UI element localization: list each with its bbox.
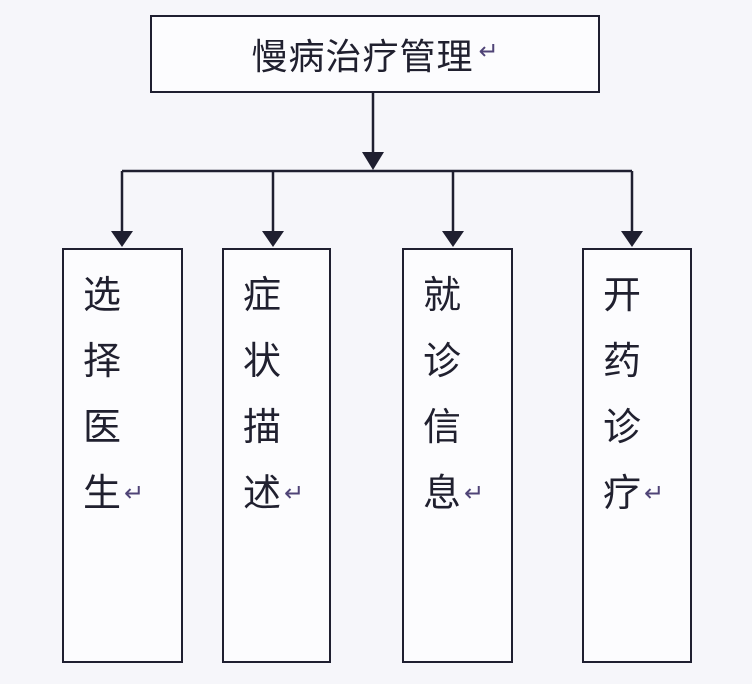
arrow-down-icon: [621, 231, 643, 247]
arrow-down-icon: [111, 231, 133, 247]
return-mark-icon: ↵: [284, 480, 305, 507]
node-symptom-description: 症状描述 ↵: [222, 248, 331, 663]
arrow-down-icon: [262, 231, 284, 247]
node-visit-information: 就诊信息 ↵: [402, 248, 513, 663]
node-choose-doctor: 选择医生 ↵: [62, 248, 183, 663]
return-mark-icon: ↵: [644, 480, 665, 507]
node-label: 开药诊疗: [603, 275, 642, 515]
return-mark-icon: ↵: [478, 38, 499, 65]
node-label: 就诊信息: [423, 275, 462, 515]
node-prescription-treatment: 开药诊疗 ↵: [582, 248, 692, 663]
node-label: 选择医生: [83, 275, 122, 515]
arrow-down-icon: [362, 152, 384, 170]
arrow-down-icon: [442, 231, 464, 247]
return-mark-icon: ↵: [464, 480, 485, 507]
node-chronic-disease-management: 慢病治疗管理↵: [150, 15, 600, 93]
return-mark-icon: ↵: [124, 480, 145, 507]
root-node-label: 慢病治疗管理: [251, 36, 474, 77]
node-label: 症状描述: [243, 275, 282, 515]
